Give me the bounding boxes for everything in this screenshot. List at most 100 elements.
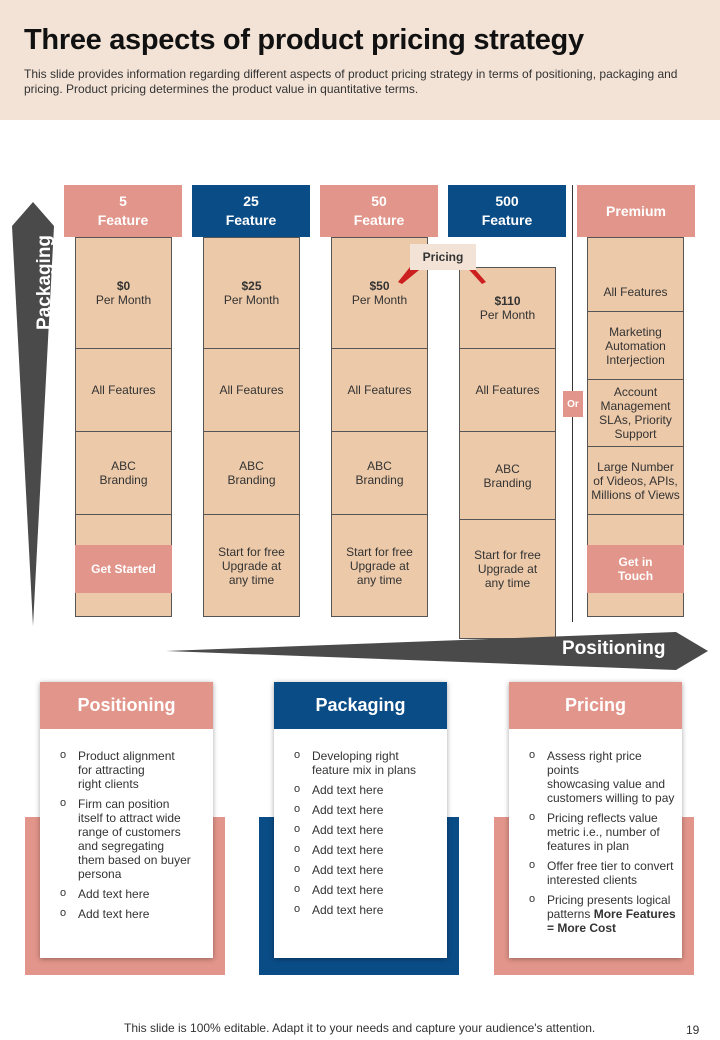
price-cell: $110 Per Month [460,268,555,348]
premium-item-text: SLAs, Priority [599,413,672,427]
card-list: Developing right feature mix in plans Ad… [274,729,447,917]
cta-line: any time [228,573,275,587]
cta-cell: Start for free Upgrade at any time [332,514,427,617]
price-cell: $25 Per Month [204,238,299,348]
card-title: Pricing [509,682,682,729]
list-item-line: Pricing presents logical [547,893,671,907]
list-item: Add text here [60,886,203,901]
branding-cell: ABC Branding [76,431,171,514]
list-item: Offer free tier to convert interested cl… [529,858,676,887]
price-period: Per Month [479,308,536,322]
list-item-line: Offer free tier to convert [547,859,674,873]
branding-line: Branding [483,475,532,490]
page-number: 19 [686,1023,700,1037]
list-item-line: Firm can position [78,797,170,811]
premium-item-text: Millions of Views [591,487,680,502]
price-cell: $50 Per Month [332,238,427,348]
premium-item-text: Management [600,399,671,413]
cta-line: any time [356,573,403,587]
plan-header-500: 500 Feature [448,185,566,237]
price-value: $0 [116,279,131,293]
list-item-line: Developing right [312,749,399,763]
get-in-touch-button[interactable]: Get in Touch [587,545,684,593]
price-period: Per Month [351,293,408,307]
list-item-line: Add text here [312,883,384,897]
branding-line: ABC [111,459,136,473]
list-item: Add text here [294,862,437,877]
plan-header-number: 50 [371,193,387,209]
plan-header-number: 25 [243,193,259,209]
price-value: $50 [369,279,390,293]
cta-cell [588,514,683,617]
price-value: $25 [241,279,262,293]
branding-line: ABC [367,459,392,473]
features-text: All Features [219,383,284,397]
list-item: Add text here [294,882,437,897]
plan-header-word: Feature [353,212,405,228]
list-item: Pricing presents logical patterns More F… [529,892,676,935]
branding-line: Branding [355,473,404,487]
cta-cell: Start for free Upgrade at any time [204,514,299,617]
card-list: Assess right price points showcasing val… [509,729,682,935]
list-item-line: persona [78,867,122,881]
price-period: Per Month [223,293,280,307]
branding-cell: ABC Branding [332,431,427,514]
plan-header-word: Feature [97,212,149,228]
get-started-button[interactable]: Get Started [75,545,172,593]
list-item: Developing right feature mix in plans [294,748,437,777]
list-item-line: itself to attract wide [78,811,181,825]
positioning-axis-label: Positioning [562,638,666,659]
list-item-line: range of customers [78,825,181,839]
branding-line: Branding [227,473,276,487]
premium-item-text: Interjection [606,352,665,367]
list-item-bold: More Features [593,907,676,921]
list-item-line: showcasing value and [547,777,666,791]
branding-cell: ABC Branding [460,431,555,519]
price-period: Per Month [95,293,152,307]
premium-item: Account Management SLAs, Priority Suppor… [588,379,683,446]
premium-item-text: of Videos, APIs, [593,473,678,488]
premium-item-text: All Features [603,285,668,299]
packaging-arrow [12,202,54,626]
card-title: Packaging [274,682,447,729]
list-item: Assess right price points showcasing val… [529,748,676,805]
list-item: Add text here [60,906,203,921]
list-item-line: them based on buyer [78,853,191,867]
packaging-axis-label: Packaging [34,234,55,330]
plan-header-5: 5 Feature [64,185,182,237]
premium-item-text: Support [614,427,657,441]
list-item-line: Add text here [312,783,384,797]
list-item: Product alignment for attracting right c… [60,748,203,791]
features-cell: All Features [460,348,555,431]
list-item-line: Add text here [312,863,384,877]
list-item: Add text here [294,822,437,837]
features-cell: All Features [204,348,299,431]
card-packaging: Packaging Developing right feature mix i… [274,682,447,958]
list-item: Add text here [294,902,437,917]
branding-line: ABC [495,461,520,476]
plan-column-25: $25 Per Month All Features ABC Branding … [203,237,300,617]
card-list: Product alignment for attracting right c… [40,729,213,921]
premium-item: Large Number of Videos, APIs, Millions o… [588,446,683,514]
features-cell: All Features [332,348,427,431]
footer-note: This slide is 100% editable. Adapt it to… [124,1021,596,1035]
plan-column-500: $110 Per Month All Features ABC Branding… [459,267,556,639]
price-value: $110 [494,294,521,308]
list-item-line: patterns [547,907,594,921]
cta-line: Start for free [218,545,285,559]
list-item-line: Add text here [78,907,150,921]
page-subtitle: This slide provides information regardin… [24,67,678,96]
list-item-line: Add text here [312,843,384,857]
list-item-line: Assess right price points [547,749,642,777]
premium-item: All Features [588,238,683,311]
list-item-line: right clients [78,777,139,791]
plan-header-50: 50 Feature [320,185,438,237]
card-positioning: Positioning Product alignment for attrac… [40,682,213,958]
premium-item-text: Large Number [597,459,674,474]
plan-header-premium: Premium [577,185,695,237]
card-title: Positioning [40,682,213,729]
plan-column-50: $50 Per Month All Features ABC Branding … [331,237,428,617]
list-item: Add text here [294,842,437,857]
cta-line: Start for free [346,545,413,559]
premium-item: Marketing Automation Interjection [588,311,683,379]
